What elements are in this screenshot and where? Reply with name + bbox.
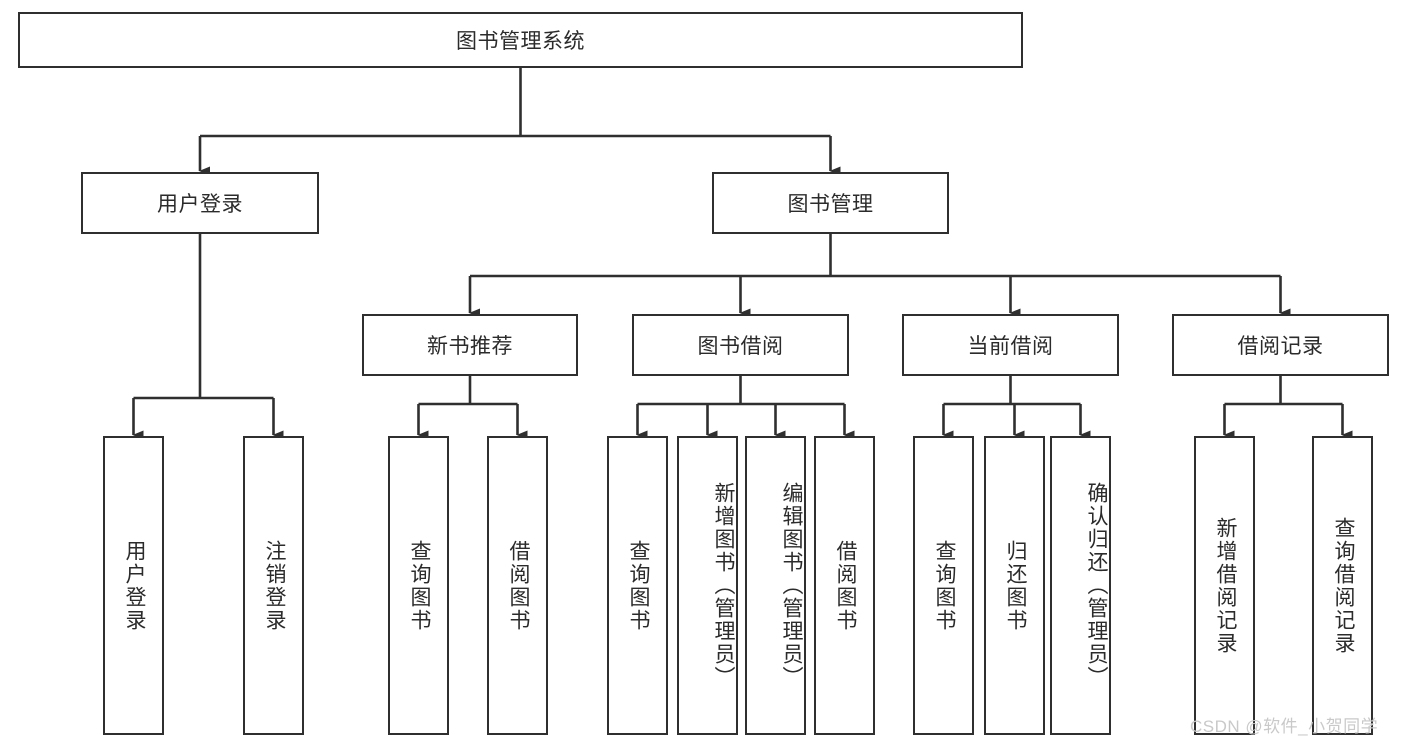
node-label: 当前借阅 <box>967 335 1054 358</box>
node-label: 用户登录 <box>157 193 243 216</box>
level2-node-l2-0: 新书推荐 <box>362 314 578 376</box>
node-label: 编辑图书（管理员） <box>780 482 803 689</box>
node-label: 用户登录 <box>122 539 146 632</box>
leaf-node-leaf-4: 查询图书 <box>607 436 668 735</box>
leaf-node-leaf-7: 借阅图书 <box>814 436 875 735</box>
node-label: 图书借阅 <box>697 335 784 358</box>
leaf-node-leaf-0: 用户登录 <box>103 436 164 735</box>
node-label: 借阅图书 <box>506 539 530 632</box>
node-label: 借阅图书 <box>833 539 857 632</box>
watermark-text: CSDN @软件_小贺同学 <box>1190 717 1379 736</box>
node-label: 新书推荐 <box>427 335 513 358</box>
leaf-node-leaf-1: 注销登录 <box>243 436 304 735</box>
node-label: 注销登录 <box>262 539 286 632</box>
leaf-node-leaf-6: 编辑图书（管理员） <box>745 436 806 735</box>
level1-node-l1-0: 用户登录 <box>81 172 319 234</box>
leaf-node-leaf-5: 新增图书（管理员） <box>677 436 738 735</box>
leaf-node-leaf-10: 确认归还（管理员） <box>1050 436 1111 735</box>
level2-node-l2-1: 图书借阅 <box>632 314 849 376</box>
node-label: 查询借阅记录 <box>1331 516 1355 655</box>
node-label: 图书管理 <box>787 193 874 216</box>
node-label: 新增借阅记录 <box>1213 516 1237 655</box>
node-label: 借阅记录 <box>1237 335 1324 358</box>
node-label: 查询图书 <box>407 539 431 632</box>
node-label: 归还图书 <box>1003 539 1027 632</box>
node-label: 图书管理系统 <box>456 30 585 53</box>
node-label: 新增图书（管理员） <box>712 482 735 689</box>
level2-node-l2-2: 当前借阅 <box>902 314 1119 376</box>
leaf-node-leaf-2: 查询图书 <box>388 436 449 735</box>
node-label: 查询图书 <box>932 539 956 632</box>
leaf-node-leaf-9: 归还图书 <box>984 436 1045 735</box>
node-label: 查询图书 <box>626 539 650 632</box>
level2-node-l2-3: 借阅记录 <box>1172 314 1389 376</box>
root-node-root: 图书管理系统 <box>18 12 1023 68</box>
leaf-node-leaf-8: 查询图书 <box>913 436 974 735</box>
node-label: 确认归还（管理员） <box>1085 482 1108 689</box>
leaf-node-leaf-12: 查询借阅记录 <box>1312 436 1373 735</box>
leaf-node-leaf-3: 借阅图书 <box>487 436 548 735</box>
level1-node-l1-1: 图书管理 <box>712 172 949 234</box>
leaf-node-leaf-11: 新增借阅记录 <box>1194 436 1255 735</box>
